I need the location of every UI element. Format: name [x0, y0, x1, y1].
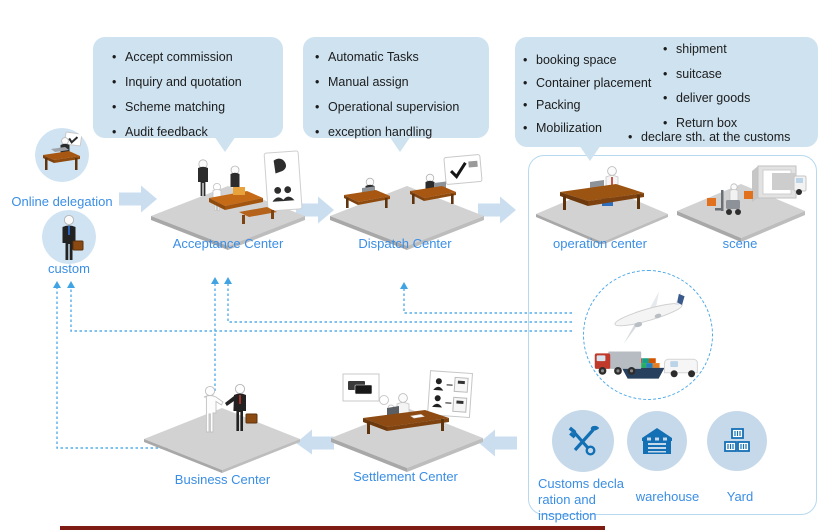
callout-item: Accept commission — [112, 45, 283, 70]
acceptance-center-label: Acceptance Center — [172, 236, 284, 251]
callout-item: Return box — [663, 111, 750, 136]
multimodal-transport-circle — [583, 270, 713, 400]
business-center-label: Business Center — [174, 472, 271, 487]
customs-declaration-label: Customs decla ration and inspection — [538, 476, 638, 524]
customs-label-line: Customs decla — [538, 476, 624, 491]
callout-item: Manual assign — [315, 70, 489, 95]
settlement-center-illustration — [331, 370, 483, 472]
handshake-manager — [225, 383, 258, 431]
check-card — [64, 131, 83, 147]
dispatcher-left — [344, 177, 390, 208]
settlement-center-label: Settlement Center — [353, 469, 458, 484]
callout-item: Automatic Tasks — [315, 45, 489, 70]
warehouse-label: warehouse — [635, 489, 700, 504]
callout-item: Operational supervision — [315, 95, 489, 120]
payment-card-poster — [342, 373, 380, 402]
callout-item: booking space — [523, 49, 651, 72]
custom-label: custom — [48, 261, 90, 276]
callout-item: Audit feedback — [112, 120, 283, 145]
operation-callout-left-list: booking space Container placement Packin… — [523, 49, 651, 139]
customer-with-briefcase-icon — [42, 210, 96, 264]
customs-declaration-badge — [552, 410, 614, 472]
dispatcher-right — [410, 173, 456, 204]
operation-callout-right-list: shipment suitcase deliver goods Return b… — [663, 37, 750, 135]
multimodal-transport-image — [594, 289, 698, 379]
bottom-accent-bar — [60, 526, 605, 530]
thought-bubble — [379, 395, 389, 405]
scene-illustration — [677, 165, 807, 242]
acceptance-callout-list: Accept commission Inquiry and quotation … — [93, 37, 283, 145]
task-board — [443, 154, 483, 185]
dashed-transport-to-acceptance — [227, 284, 572, 323]
airplane — [614, 289, 685, 344]
dispatch-center-label: Dispatch Center — [358, 236, 452, 251]
forklift — [715, 183, 741, 215]
dispatch-center-illustration — [330, 154, 484, 250]
operation-center-illustration — [536, 166, 668, 244]
customs-label-line: inspection — [538, 508, 597, 523]
online-delegation-label: Online delegation — [11, 194, 113, 209]
callout-item: Container placement — [523, 72, 651, 95]
scene-label: scene — [722, 236, 758, 251]
callout-item: shipment — [663, 37, 750, 62]
yard-containers-icon — [724, 428, 750, 452]
online-delegation-avatar — [35, 128, 89, 182]
customs-declaration-icon — [568, 425, 600, 456]
truck — [772, 173, 807, 195]
dispatch-callout-list: Automatic Tasks Manual assign Operationa… — [303, 37, 489, 145]
operation-callout: booking space Container placement Packin… — [515, 37, 818, 147]
callout-item: Packing — [523, 94, 651, 117]
yard-badge — [707, 411, 767, 471]
dispatch-callout-pointer — [389, 136, 411, 152]
settlement-board — [426, 370, 474, 419]
callout-item: Inquiry and quotation — [112, 70, 283, 95]
white-van — [663, 358, 698, 378]
operation-callout-pointer — [579, 145, 601, 161]
accountant — [396, 393, 410, 418]
custom-avatar — [42, 210, 96, 264]
operation-center-label: operation center — [553, 236, 647, 251]
service-poster — [263, 150, 303, 212]
acceptance-center-illustration — [151, 150, 305, 250]
customs-label-line: ration and — [538, 492, 596, 507]
callout-item: Scheme matching — [112, 95, 283, 120]
acceptance-callout: Accept commission Inquiry and quotation … — [93, 37, 283, 145]
warehouse-badge — [627, 411, 687, 471]
callout-item: suitcase — [663, 62, 750, 87]
acceptance-callout-pointer — [214, 136, 236, 152]
callout-item: deliver goods — [663, 86, 750, 111]
callout-item: exception handling — [315, 120, 489, 145]
person-at-desk-icon — [35, 128, 89, 182]
callout-item: Mobilization — [523, 117, 651, 140]
feedback-arrowheads — [53, 277, 408, 289]
callout-item: declare sth. at the customs — [628, 129, 790, 145]
business-center-illustration — [144, 383, 300, 473]
feedback-connectors — [56, 284, 572, 449]
warehouse-icon — [642, 428, 672, 454]
dashed-transport-to-custom — [70, 288, 572, 332]
red-truck — [594, 351, 642, 375]
yard-label: Yard — [726, 489, 754, 504]
dispatch-callout: Automatic Tasks Manual assign Operationa… — [303, 37, 489, 145]
